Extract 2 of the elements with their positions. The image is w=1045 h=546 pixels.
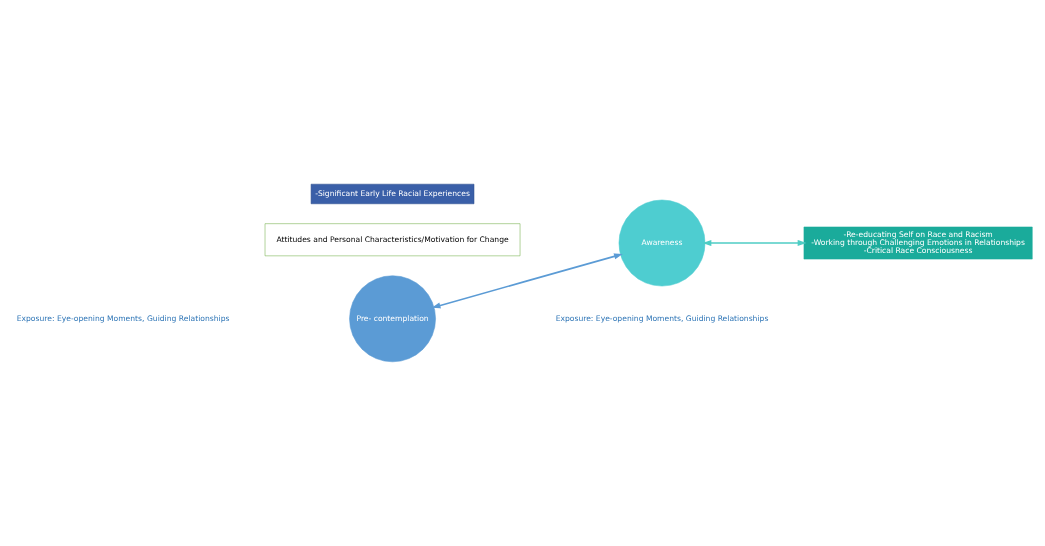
arrow: [702, 239, 807, 247]
arrow: [431, 253, 623, 309]
